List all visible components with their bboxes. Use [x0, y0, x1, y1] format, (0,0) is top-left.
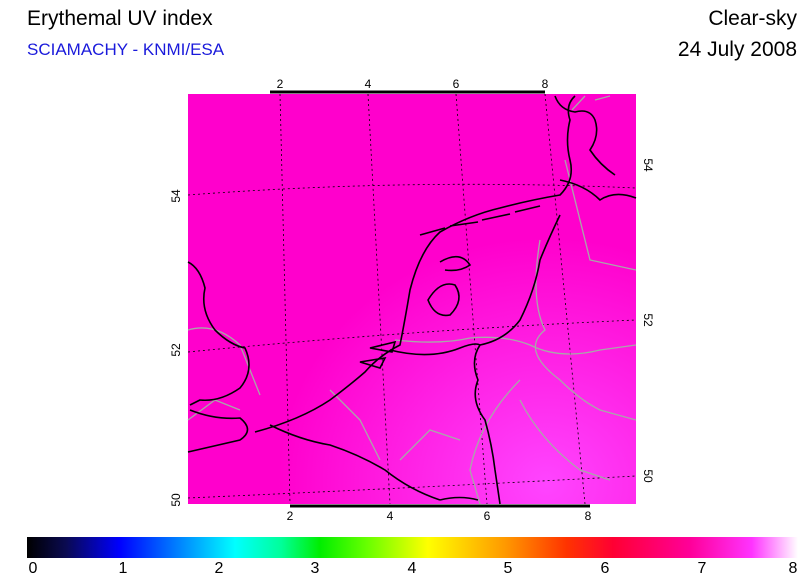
- colorbar-label-0: 0: [28, 560, 38, 577]
- lon-labels-bottom: 2 4 6 8: [287, 509, 592, 523]
- map-area: [188, 94, 636, 504]
- colorbar-label-3: 3: [310, 560, 320, 577]
- colorbar-label-2: 2: [214, 560, 224, 577]
- colorbar-label-4: 4: [407, 560, 417, 577]
- lon-label-bottom-8: 8: [585, 509, 592, 523]
- axis-ticks: [270, 90, 590, 508]
- map-title: Erythemal UV index: [27, 7, 213, 30]
- colorbar-label-1: 1: [118, 560, 128, 577]
- graticule: [187, 93, 637, 505]
- coastlines: [187, 95, 637, 505]
- lat-labels-right: 54 52 50: [641, 158, 655, 483]
- sky-condition: Clear-sky: [708, 7, 797, 30]
- lon-label-top-8: 8: [542, 77, 549, 91]
- lon-label-top-4: 4: [365, 77, 372, 91]
- lat-label-left-52: 52: [169, 343, 183, 357]
- map-date: 24 July 2008: [677, 38, 797, 61]
- lat-label-right-50: 50: [641, 469, 655, 483]
- colorbar-label-5: 5: [503, 560, 513, 577]
- lat-label-left-54: 54: [169, 189, 183, 203]
- lon-label-bottom-4: 4: [387, 509, 394, 523]
- lat-labels-left: 54 52 50: [169, 189, 183, 507]
- colorbar: [27, 537, 798, 558]
- lat-label-left-50: 50: [169, 493, 183, 507]
- lon-label-top-6: 6: [453, 77, 460, 91]
- colorbar-label-7: 7: [697, 560, 707, 577]
- lat-label-right-52: 52: [641, 313, 655, 327]
- lon-label-bottom-2: 2: [287, 509, 294, 523]
- lon-label-bottom-6: 6: [484, 509, 491, 523]
- lon-labels-top: 2 4 6 8: [277, 77, 549, 91]
- map-source: SCIAMACHY - KNMI/ESA: [27, 40, 225, 59]
- colorbar-label-6: 6: [600, 560, 610, 577]
- lon-label-top-2: 2: [277, 77, 284, 91]
- colorbar-label-8: 8: [788, 560, 798, 577]
- lat-label-right-54: 54: [641, 158, 655, 172]
